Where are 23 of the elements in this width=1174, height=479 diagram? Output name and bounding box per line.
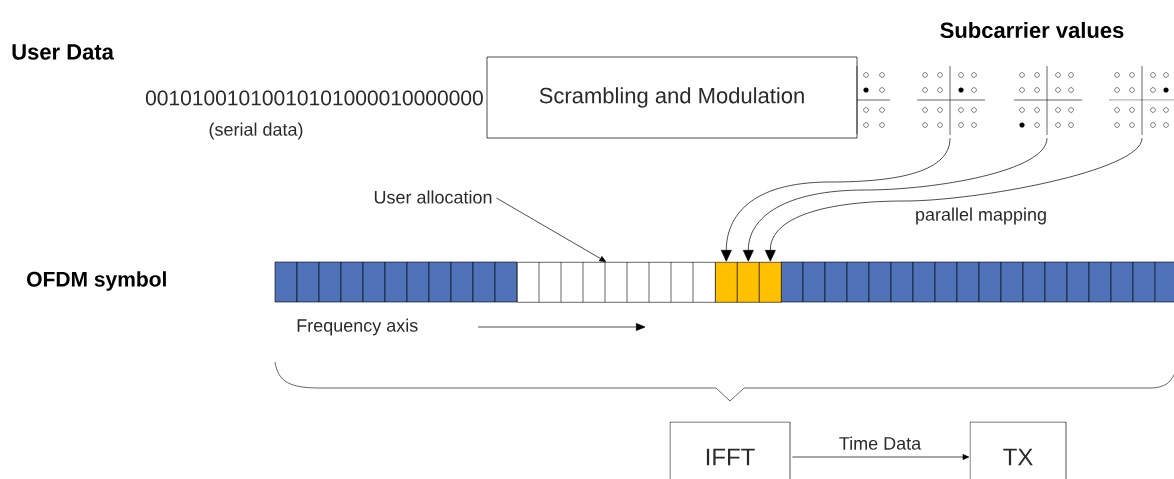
arrow	[496, 197, 606, 262]
subcarrier-cell	[715, 262, 738, 303]
heading: User Data	[12, 44, 114, 60]
constellation-drawing	[856, 65, 891, 135]
constellation-drawing	[1013, 65, 1083, 136]
annotation-text: parallel mapping	[916, 207, 1046, 225]
process-box: TX	[969, 421, 1067, 479]
note-text: (serial data)	[209, 122, 303, 140]
edge-label: Time Data	[837, 435, 923, 451]
arrow	[764, 137, 1143, 262]
subcarrier-block	[517, 261, 716, 303]
axis-label: Frequency axis	[297, 318, 418, 336]
process-box: IFFT	[669, 421, 791, 479]
constellation-drawing	[916, 65, 986, 136]
heading: Subcarrier values	[940, 21, 1124, 39]
arrow	[742, 137, 1048, 262]
heading: OFDM symbol	[27, 271, 166, 291]
arrow	[792, 454, 970, 460]
subcarrier-cell	[737, 262, 760, 303]
annotation-text: User allocation	[374, 190, 492, 204]
arrow	[720, 137, 951, 262]
process-box: Scrambling and Modulation	[486, 56, 858, 139]
subcarrier-cell	[759, 262, 782, 303]
